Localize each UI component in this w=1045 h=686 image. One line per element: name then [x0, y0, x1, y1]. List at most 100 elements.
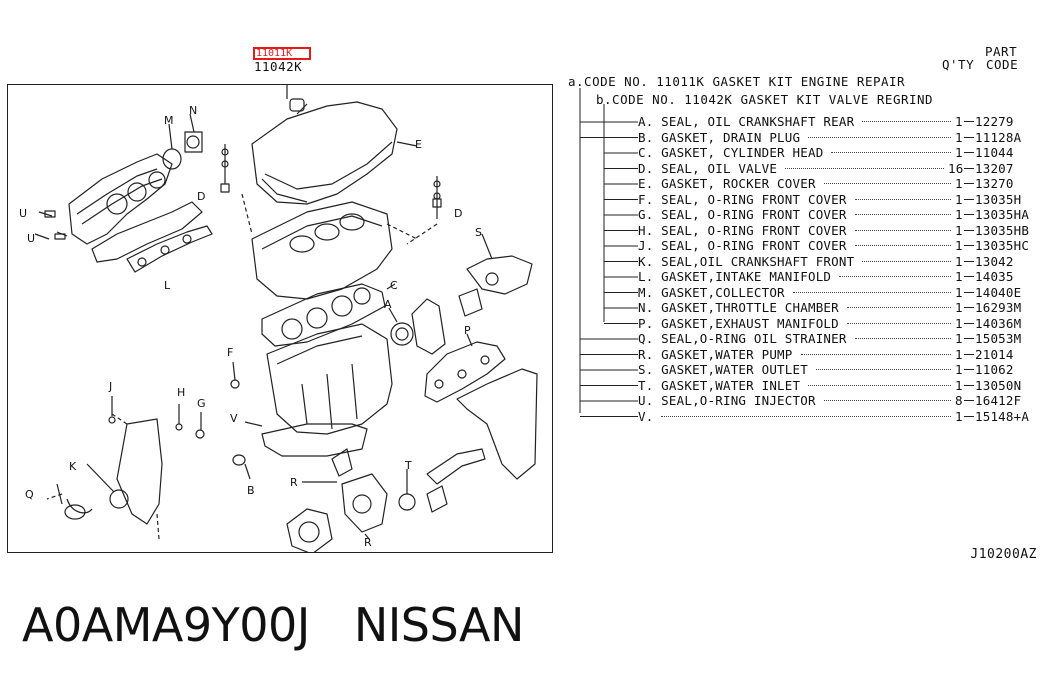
part-code: 13050N	[975, 377, 1022, 393]
part-code: 14035	[975, 269, 1014, 284]
qty-code-dash	[964, 276, 974, 277]
part-description: T. GASKET,WATER INLET	[638, 377, 801, 393]
callout-label[interactable]: U	[27, 232, 35, 245]
part-code: 16293M	[975, 300, 1022, 315]
callout-label[interactable]: M	[164, 114, 174, 127]
callout-label[interactable]: H	[177, 386, 185, 399]
leader-dots	[862, 121, 951, 122]
callout-label[interactable]: R	[364, 536, 372, 549]
callout-label[interactable]: A	[384, 298, 392, 311]
part-qty: 1	[955, 315, 963, 331]
leader-dots	[661, 415, 951, 417]
qty-code-dash	[964, 307, 974, 308]
callout-label[interactable]: U	[19, 207, 27, 220]
part-header: PART	[985, 44, 1018, 59]
callout-label[interactable]: F	[227, 346, 233, 359]
callout-label[interactable]: L	[164, 279, 171, 292]
qty-code-dash	[964, 152, 974, 153]
qty-code-dash	[964, 322, 974, 324]
part-qty: 1	[955, 377, 963, 393]
kit-tree-lines	[579, 88, 638, 417]
part-qty: 1	[955, 269, 963, 284]
diagram-frame	[7, 84, 553, 553]
part-description: E. GASKET, ROCKER COVER	[638, 176, 816, 191]
part-qty: 1	[955, 331, 963, 346]
callout-label[interactable]: S	[475, 226, 482, 239]
part-code: 13035HB	[975, 222, 1030, 238]
part-qty: 1	[955, 408, 963, 424]
part-qty: 1	[955, 207, 963, 222]
leader-dots	[808, 384, 951, 386]
part-code: 11044	[975, 145, 1014, 160]
part-code: 15053M	[975, 331, 1022, 346]
callout-label[interactable]: B	[247, 484, 255, 497]
qty-code-dash	[964, 121, 974, 122]
callout-label[interactable]: T	[404, 459, 412, 472]
qty-code-dash	[964, 198, 974, 200]
kit-code-label: 11042K	[254, 59, 303, 74]
leader-dots	[816, 369, 951, 370]
qty-code-dash	[964, 183, 974, 184]
part-code: 16412F	[975, 393, 1022, 408]
callout-label[interactable]: K	[69, 460, 77, 473]
brand-name: NISSAN	[353, 598, 525, 652]
qty-code-dash	[964, 384, 974, 386]
part-code: 13207	[975, 160, 1014, 176]
leader-dots	[824, 400, 951, 401]
part-description: C. GASKET, CYLINDER HEAD	[638, 145, 824, 160]
qty-code-dash	[964, 167, 974, 169]
leader-dots	[831, 152, 951, 153]
part-code: 21014	[975, 346, 1014, 362]
part-qty: 1	[955, 362, 963, 377]
callout-label[interactable]: C	[390, 279, 398, 292]
leader-dots	[824, 183, 951, 184]
leader-dots	[785, 167, 944, 169]
callout-label[interactable]: J	[108, 380, 112, 393]
qty-code-dash	[964, 214, 974, 215]
callout-label[interactable]: Q	[25, 488, 34, 501]
callout-label[interactable]: N	[189, 104, 197, 117]
callout-label[interactable]: R	[290, 476, 298, 489]
diagram-reference-code: J10200AZ	[970, 547, 1037, 562]
part-qty: 1	[955, 191, 963, 207]
qty-code-dash	[964, 369, 974, 370]
leader-dots	[793, 291, 951, 293]
part-description: S. GASKET,WATER OUTLET	[638, 362, 808, 377]
leader-dots	[801, 353, 951, 355]
callout-label[interactable]: D	[197, 190, 205, 203]
leader-dots	[855, 338, 951, 339]
part-qty: 1	[955, 176, 963, 191]
part-code: 13035HA	[975, 207, 1030, 222]
part-qty: 1	[955, 253, 963, 269]
leader-dots	[862, 260, 951, 262]
callout-label[interactable]: V	[230, 412, 238, 425]
kit-a-line: a.CODE NO. 11011K GASKET KIT ENGINE REPA…	[568, 74, 906, 89]
part-code: 14040E	[975, 284, 1022, 300]
part-description: D. SEAL, OIL VALVE	[638, 160, 778, 176]
highlighted-kit-code[interactable]: 11011K	[253, 47, 311, 60]
callout-label[interactable]: P	[464, 324, 471, 337]
leader-dots	[855, 198, 951, 200]
part-description: K. SEAL,OIL CRANKSHAFT FRONT	[638, 253, 855, 269]
qty-code-dash	[964, 136, 974, 138]
qty-code-dash	[964, 229, 974, 231]
part-code: 13042	[975, 253, 1014, 269]
qty-code-dash	[964, 291, 974, 293]
callout-label[interactable]: G	[197, 397, 206, 410]
qty-code-dash	[964, 400, 974, 401]
part-description: V.	[638, 408, 654, 424]
callout-label[interactable]: E	[415, 138, 422, 151]
leader-dots	[839, 276, 951, 277]
part-code: 11062	[975, 362, 1014, 377]
part-description: H. SEAL, O-RING FRONT COVER	[638, 222, 847, 238]
part-description: P. GASKET,EXHAUST MANIFOLD	[638, 315, 839, 331]
part-qty: 1	[955, 145, 963, 160]
part-description: R. GASKET,WATER PUMP	[638, 346, 793, 362]
part-description: A. SEAL, OIL CRANKSHAFT REAR	[638, 114, 855, 129]
callout-label[interactable]: D	[454, 207, 462, 220]
part-description: G. SEAL, O-RING FRONT COVER	[638, 207, 847, 222]
part-description: L. GASKET,INTAKE MANIFOLD	[638, 269, 832, 284]
qty-header: Q'TY	[942, 57, 975, 72]
leader-dots	[855, 245, 951, 246]
